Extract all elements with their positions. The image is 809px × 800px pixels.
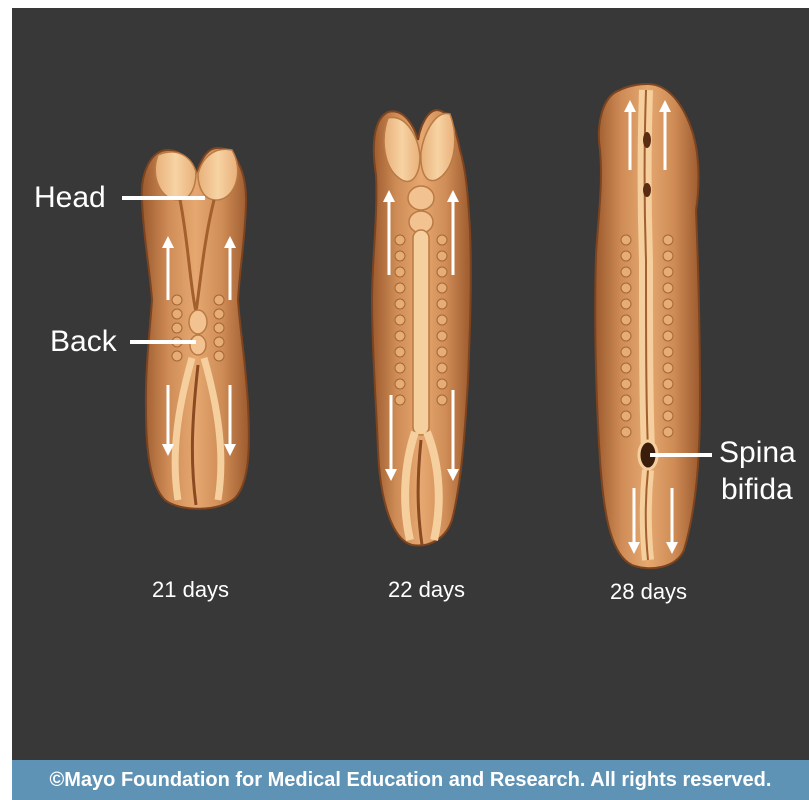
spina-bifida-label-line1: Spina (719, 437, 796, 469)
embryo-28-days (595, 84, 700, 568)
copyright-footer: ©Mayo Foundation for Medical Education a… (12, 760, 809, 800)
back-label: Back (50, 326, 117, 358)
stage-caption-28-days: 28 days (610, 580, 687, 604)
embryo-22-days (372, 110, 471, 546)
head-label: Head (34, 182, 106, 214)
stage-caption-22-days: 22 days (388, 578, 465, 602)
spina-bifida-label-line2: bifida (721, 474, 793, 506)
embryo-figure (0, 0, 809, 760)
embryo-21-days (142, 148, 249, 509)
stage-caption-21-days: 21 days (152, 578, 229, 602)
